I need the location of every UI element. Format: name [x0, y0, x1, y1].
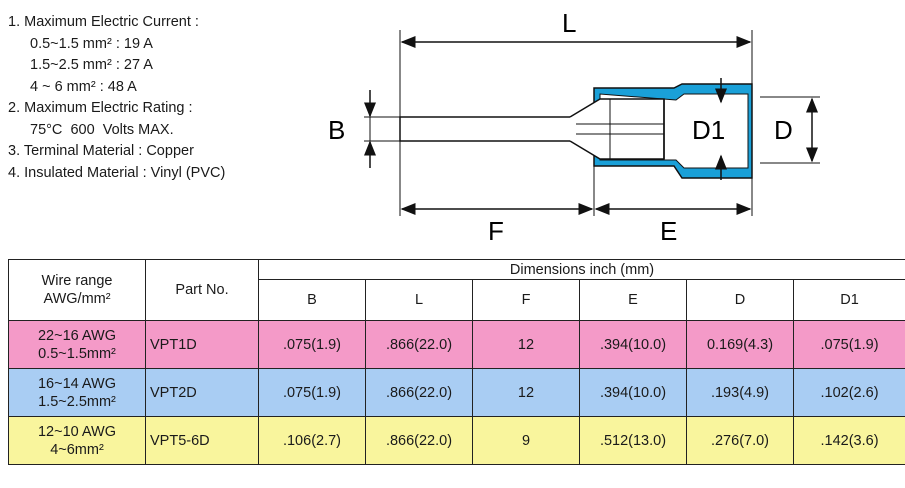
dimension-D: D: [774, 97, 818, 163]
header-dimensions: Dimensions inch (mm): [257, 259, 905, 280]
value-cell: .866(22.0): [365, 416, 473, 465]
metal-pin: [399, 98, 665, 160]
dimensions-table: Wire range AWG/mm² Part No. Dimensions i…: [8, 259, 905, 465]
dimension-L: L: [400, 8, 752, 48]
label-L: L: [562, 8, 576, 38]
label-F: F: [488, 216, 504, 246]
value-cell: .394(10.0): [579, 320, 687, 369]
value-cell: .075(1.9): [792, 320, 905, 369]
value-cell: .193(4.9): [686, 368, 794, 417]
part-number-cell: VPT1D: [145, 320, 259, 369]
value-cell: .394(10.0): [579, 368, 687, 417]
part-number-cell: VPT2D: [145, 368, 259, 417]
label-B: B: [328, 115, 345, 145]
dimension-D1: D1: [692, 78, 727, 180]
spec-insulated-material: 4. Insulated Material : Vinyl (PVC): [8, 164, 226, 181]
value-cell: 12: [472, 368, 580, 417]
label-E: E: [660, 216, 677, 246]
value-cell: .866(22.0): [365, 368, 473, 417]
dimension-B: B: [328, 90, 376, 168]
value-cell: .866(22.0): [365, 320, 473, 369]
spec-current-title: 1. Maximum Electric Current :: [8, 14, 199, 30]
spec-rating-title: 2. Maximum Electric Rating :: [8, 100, 193, 116]
column-header: B: [258, 279, 366, 321]
value-cell: .276(7.0): [686, 416, 794, 465]
header-wire-range: Wire range AWG/mm²: [8, 259, 146, 321]
value-cell: .142(3.6): [792, 416, 905, 465]
label-D1: D1: [692, 115, 725, 145]
terminal-diagram: L B D1 D F E: [328, 8, 820, 246]
column-header: D: [686, 279, 794, 321]
value-cell: .075(1.9): [258, 368, 366, 417]
specifications-list: 1. Maximum Electric Current : 0.5~1.5 mm…: [8, 12, 225, 184]
value-cell: .512(13.0): [579, 416, 687, 465]
spec-current-line: 0.5~1.5 mm² : 19 A: [30, 35, 153, 52]
value-cell: .102(2.6): [792, 368, 905, 417]
column-header: F: [472, 279, 580, 321]
spec-terminal-material: 3. Terminal Material : Copper: [8, 143, 194, 159]
column-header: E: [579, 279, 687, 321]
value-cell: .106(2.7): [258, 416, 366, 465]
header-part-no: Part No.: [145, 259, 259, 321]
dimension-E: E: [594, 203, 752, 246]
spec-current-line: 1.5~2.5 mm² : 27 A: [30, 57, 153, 73]
value-cell: 9: [472, 416, 580, 465]
spec-rating-value: 75°C 600 Volts MAX.: [30, 121, 174, 138]
column-header: D1: [792, 279, 905, 321]
column-header: L: [365, 279, 473, 321]
dimension-F: F: [400, 203, 594, 246]
part-number-cell: VPT5-6D: [145, 416, 259, 465]
value-cell: 0.169(4.3): [686, 320, 794, 369]
value-cell: .075(1.9): [258, 320, 366, 369]
value-cell: 12: [472, 320, 580, 369]
label-D: D: [774, 115, 793, 145]
spec-current-line: 4 ~ 6 mm² : 48 A: [30, 78, 137, 95]
